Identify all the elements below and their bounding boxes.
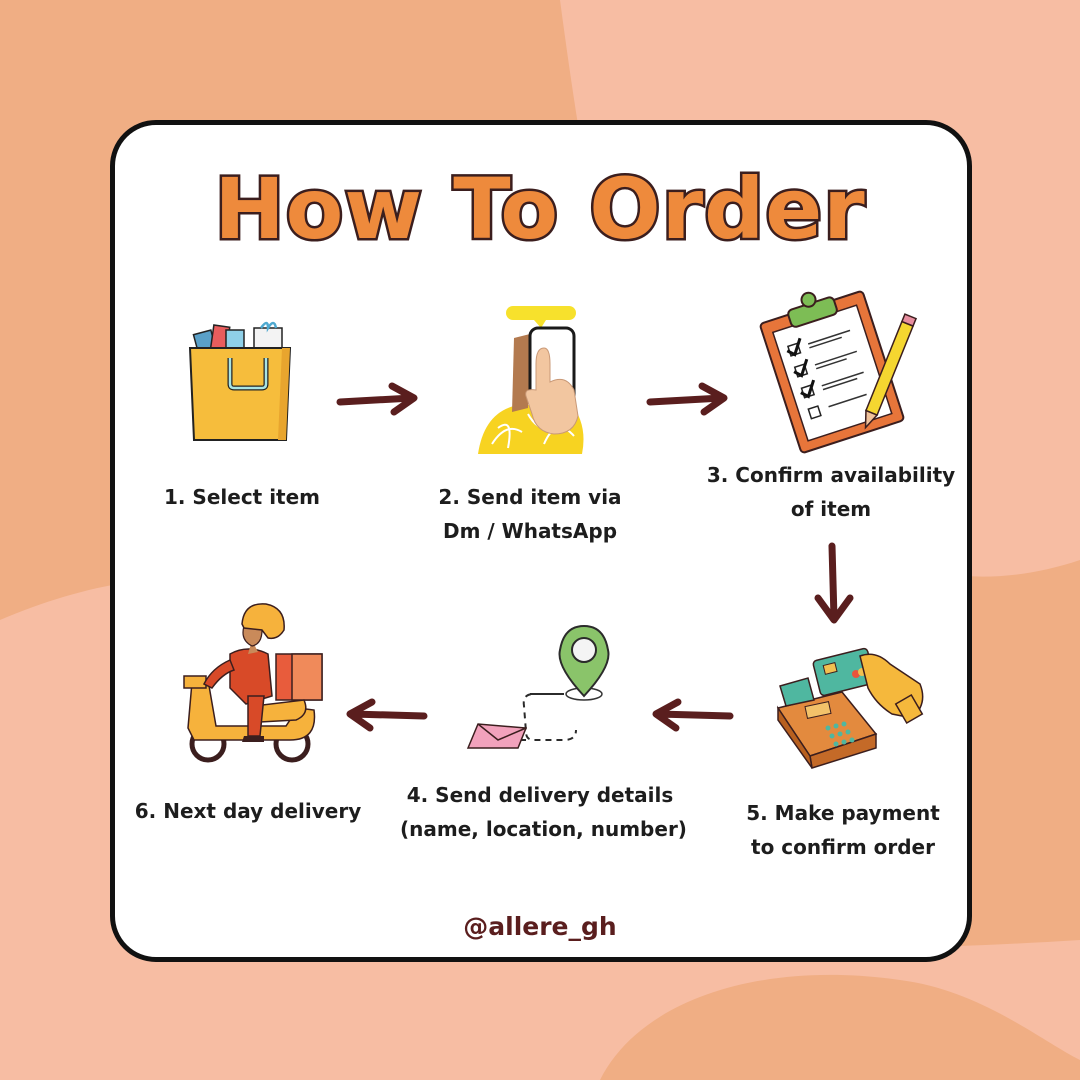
arrow-left-2-icon <box>346 698 428 732</box>
step-2-label: 2. Send item via Dm / WhatsApp <box>410 480 650 548</box>
arrow-left-1-icon <box>652 698 734 732</box>
page-title: How To Order <box>212 158 867 261</box>
step-6-line-1: 6. Next day delivery <box>134 799 362 823</box>
clipboard-checklist-icon <box>759 290 918 454</box>
step-4-label: 4. Send delivery details (name, location… <box>400 778 687 846</box>
delivery-scooter-icon <box>183 603 323 763</box>
step-1-line-1: 1. Select item <box>163 485 321 509</box>
card-payment-icon <box>776 647 924 769</box>
step-5-line-1: 5. Make payment <box>746 801 940 825</box>
location-pin-icon <box>466 624 610 749</box>
step-2-line-2: Dm / WhatsApp <box>442 519 618 543</box>
step-4-line-2: (name, location, number) <box>400 817 687 841</box>
arrow-right-1-icon <box>336 382 418 416</box>
arrow-right-2-icon <box>646 382 728 416</box>
step-5-line-2: to confirm order <box>751 835 935 859</box>
social-handle: @allere_gh <box>463 912 617 941</box>
step-5-label: 5. Make payment to confirm order <box>728 796 958 864</box>
step-4-line-1: 4. Send delivery details <box>406 783 674 807</box>
shopping-bag-icon <box>188 321 292 441</box>
step-1-label: 1. Select item <box>142 480 342 514</box>
step-3-line-2: of item <box>790 497 872 521</box>
instruction-card <box>110 120 972 962</box>
arrow-down-icon <box>814 542 854 624</box>
step-3-label: 3. Confirm availability of item <box>706 458 956 526</box>
step-6-label: 6. Next day delivery <box>128 794 368 828</box>
step-2-line-1: 2. Send item via <box>438 485 622 509</box>
step-3-line-1: 3. Confirm availability <box>706 463 956 487</box>
phone-tap-icon <box>478 306 584 454</box>
